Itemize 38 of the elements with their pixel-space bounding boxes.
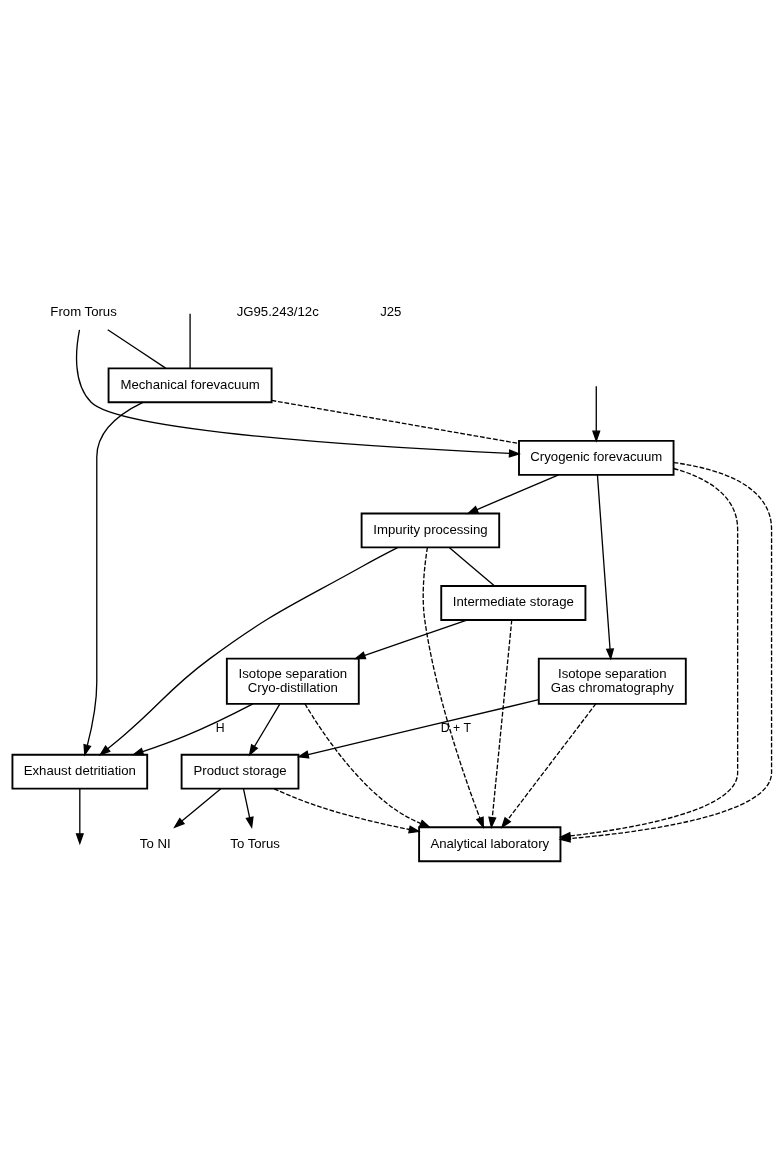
node-box: Impurity processing	[360, 512, 501, 549]
arrow	[75, 329, 521, 458]
arrow	[500, 703, 597, 829]
connector	[271, 399, 520, 445]
arrow	[273, 788, 421, 834]
arrow	[353, 619, 468, 660]
arrow	[592, 385, 601, 443]
node-box: Exhaust detritiation	[11, 753, 149, 790]
node-box: Analytical laboratory	[418, 826, 562, 863]
connector	[448, 546, 495, 587]
arrow	[248, 703, 281, 757]
arrow	[488, 619, 513, 829]
arrow	[304, 703, 432, 828]
node-text: To Torus	[230, 835, 280, 851]
arrow	[596, 474, 615, 661]
node-text: To NI	[139, 835, 171, 851]
node-box: Mechanical forevacuum	[107, 367, 273, 404]
node-box: Cryogenic forevacuum	[518, 439, 675, 476]
arrow	[422, 546, 485, 829]
edge-label: D + T	[440, 721, 471, 736]
connector	[189, 313, 191, 369]
arrow	[75, 788, 85, 846]
arrow	[242, 788, 254, 830]
edge-label: H	[215, 721, 225, 736]
arrow	[98, 546, 399, 756]
label: J25	[380, 304, 402, 320]
node-text: From Torus	[50, 304, 117, 320]
arrow	[131, 703, 254, 756]
node-box: Isotope separation Gas chromatography	[537, 657, 687, 705]
node-box: Intermediate storage	[440, 585, 587, 621]
node-box: Product storage	[180, 753, 300, 790]
arrow	[296, 699, 540, 759]
arrow	[173, 788, 222, 829]
arrow	[466, 474, 560, 515]
node-box: Isotope separation Cryo-distillation	[225, 657, 360, 705]
arrow	[83, 401, 144, 757]
connector	[107, 329, 167, 369]
label: JG95.243/12c	[236, 304, 319, 320]
